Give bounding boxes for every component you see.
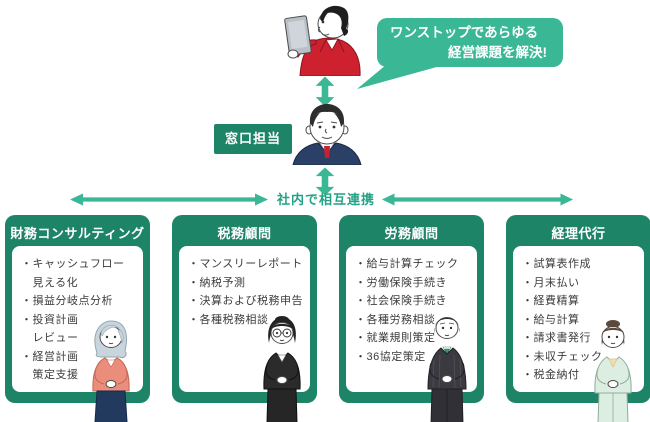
contact-person-label: 窓口担当	[214, 124, 292, 154]
service-item: ・税金納付	[522, 369, 580, 381]
card-tax-advisory: 税務顧問 ・マンスリーレポート・納税予測・決算および税務申告・各種税務相談	[172, 215, 317, 422]
team-link-arrow-right	[381, 193, 574, 206]
speech-bubble: ワンストップであらゆる 経営課題を解決!	[377, 18, 563, 67]
team-link-arrow-left	[69, 193, 269, 206]
arrow-client-contact	[315, 76, 335, 107]
service-item: ・キャッシュフロー	[21, 258, 125, 270]
service-item: レビュー	[21, 332, 79, 344]
card-labor-advisory: 労務顧問 ・給与計算チェック・労働保険手続き・社会保険手続き・各種労務相談・就業…	[339, 215, 484, 422]
service-item: ・給与計算チェック	[355, 258, 459, 270]
speech-bubble-line-2: 経営課題を解決!	[448, 45, 547, 60]
card-title: 財務コンサルティング	[10, 226, 145, 241]
service-item: ・経営計画	[21, 350, 79, 363]
female-tax-advisor-black-suit-illustration	[251, 315, 313, 422]
card-title: 労務顧問	[384, 226, 439, 241]
cooperation-label: 社内で相互連携	[276, 192, 375, 207]
service-item: ・納税予測	[188, 276, 246, 289]
female-accountant-mint-suit-illustration	[581, 319, 645, 422]
service-item: ・月末払い	[522, 276, 580, 289]
female-consultant-pink-suit-illustration	[80, 319, 142, 422]
contact-person-illustration	[291, 103, 363, 166]
service-item: ・給与計算	[522, 313, 580, 326]
service-item: ・損益分岐点分析	[21, 295, 113, 307]
service-item: 見える化	[21, 276, 79, 289]
speech-bubble-tail	[352, 60, 448, 92]
service-item: ・社会保険手続き	[355, 295, 447, 307]
service-item-list: ・キャッシュフロー 見える化・損益分岐点分析・投資計画 レビュー・経営計画 策定…	[12, 246, 143, 385]
service-item: ・試算表作成	[522, 258, 591, 270]
service-item-list: ・試算表作成・月末払い・経費精算・給与計算・請求書発行・未収チェック・税金納付	[513, 246, 644, 385]
service-item: ・各種税務相談	[188, 313, 269, 326]
service-item: ・請求書発行	[522, 332, 591, 344]
card-financial-consulting: 財務コンサルティング ・キャッシュフロー 見える化・損益分岐点分析・投資計画 レ…	[5, 215, 150, 422]
service-item-list: ・マンスリーレポート・納税予測・決算および税務申告・各種税務相談	[179, 246, 310, 329]
male-labor-advisor-pinstripe-suit-illustration	[416, 311, 478, 422]
service-item: ・就業規則策定	[355, 332, 436, 344]
card-accounting-outsourcing: 経理代行 ・試算表作成・月末払い・経費精算・給与計算・請求書発行・未収チェック・…	[506, 215, 650, 422]
service-item: ・投資計画	[21, 313, 79, 326]
service-item: ・各種労務相談	[355, 313, 436, 326]
speech-bubble-line-1: ワンストップであらゆる	[390, 25, 539, 40]
service-item: ・36協定策定	[355, 350, 426, 363]
service-item-list: ・給与計算チェック・労働保険手続き・社会保険手続き・各種労務相談・就業規則策定・…	[346, 246, 477, 366]
service-item: ・マンスリーレポート	[188, 258, 303, 270]
service-item: ・決算および税務申告	[188, 295, 303, 307]
service-item: 策定支援	[21, 369, 79, 381]
service-item: ・労働保険手続き	[355, 276, 447, 289]
card-title: 経理代行	[551, 226, 606, 241]
client-with-tablet-illustration	[280, 4, 370, 76]
arrow-contact-team	[315, 167, 335, 196]
card-title: 税務顧問	[217, 226, 272, 241]
service-item: ・経費精算	[522, 295, 580, 307]
service-item: ・未収チェック	[522, 350, 603, 363]
